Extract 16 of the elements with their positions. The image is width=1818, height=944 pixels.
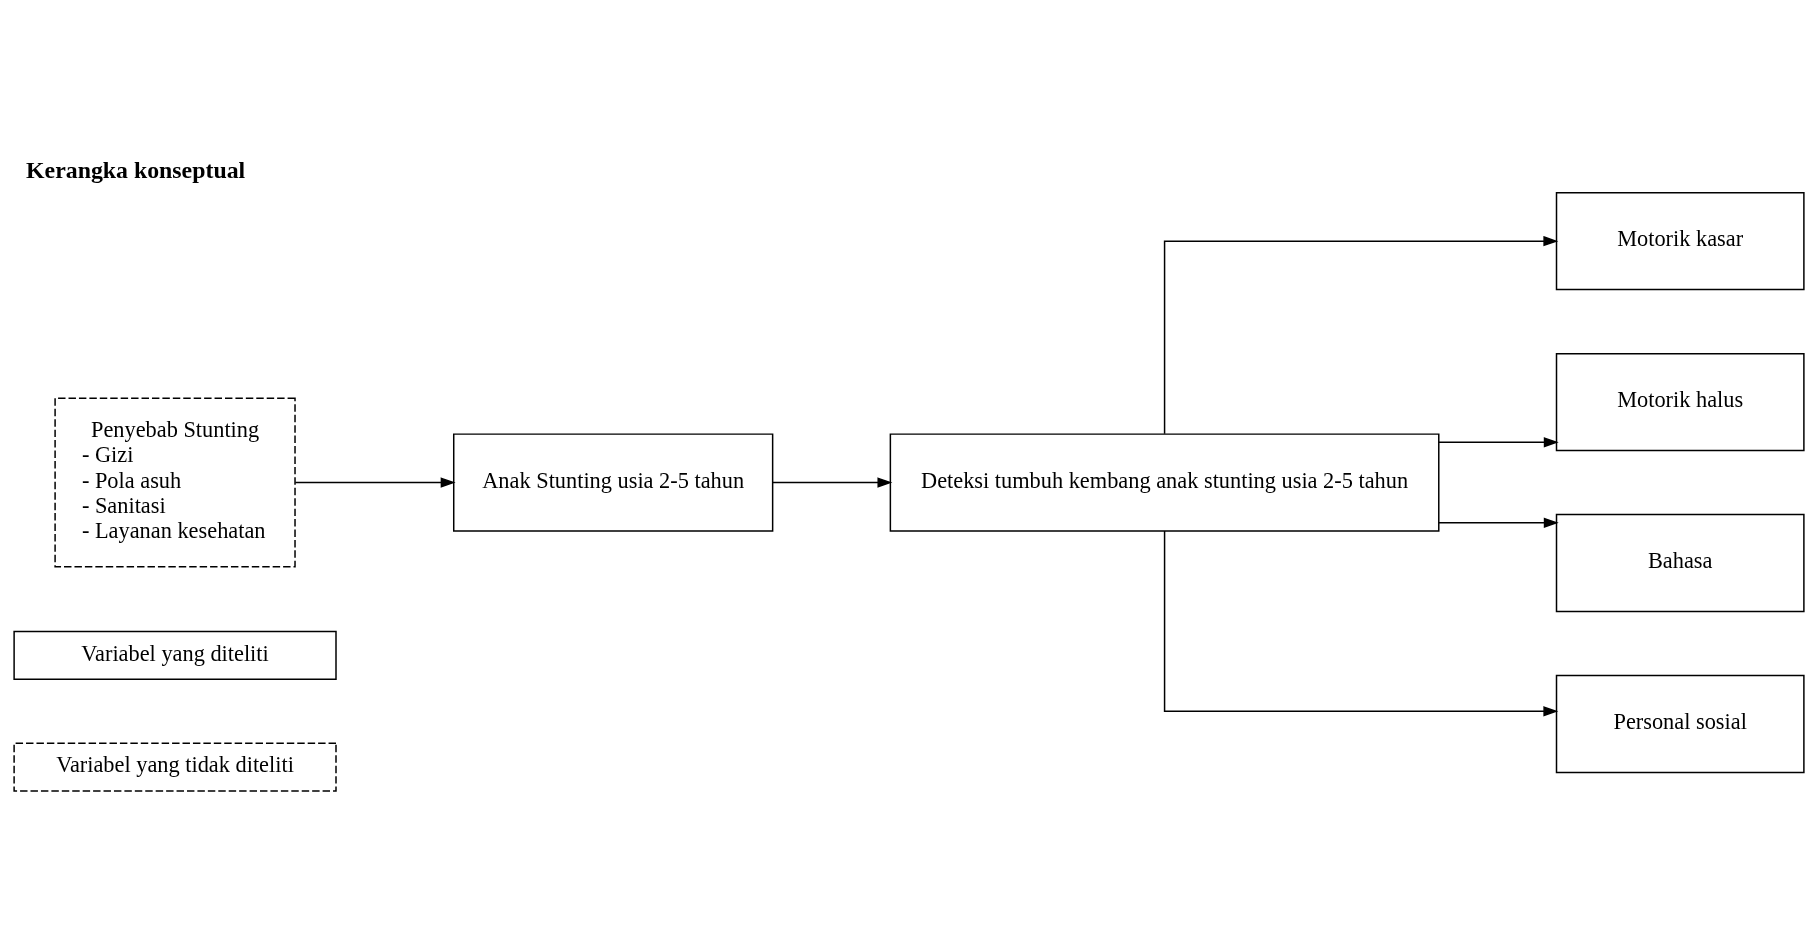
diagram-title: Kerangka konseptual bbox=[26, 156, 246, 183]
legend-label: Variabel yang diteliti bbox=[81, 640, 269, 666]
node-box: Anak Stunting usia 2-5 tahun bbox=[453, 432, 774, 532]
node-box: Deteksi tumbuh kembang anak stunting usia 2-5 tahun bbox=[889, 432, 1440, 532]
arrow bbox=[1163, 235, 1559, 434]
arrow bbox=[1438, 517, 1559, 528]
arrow bbox=[1438, 436, 1559, 448]
node-box: Motorik halus bbox=[1555, 352, 1805, 451]
legend-label: Variabel yang tidak diteliti bbox=[56, 751, 294, 777]
node-box: Personal sosial bbox=[1555, 674, 1805, 773]
arrow bbox=[1163, 529, 1559, 717]
arrow bbox=[771, 476, 893, 488]
node-box: Motorik kasar bbox=[1555, 191, 1805, 290]
node-box: Penyebab Stunting - Gizi - Pola asuh - Sanitasi - Layanan kesehatan bbox=[54, 397, 296, 567]
node-box: Bahasa bbox=[1555, 513, 1805, 612]
arrow bbox=[294, 476, 456, 488]
